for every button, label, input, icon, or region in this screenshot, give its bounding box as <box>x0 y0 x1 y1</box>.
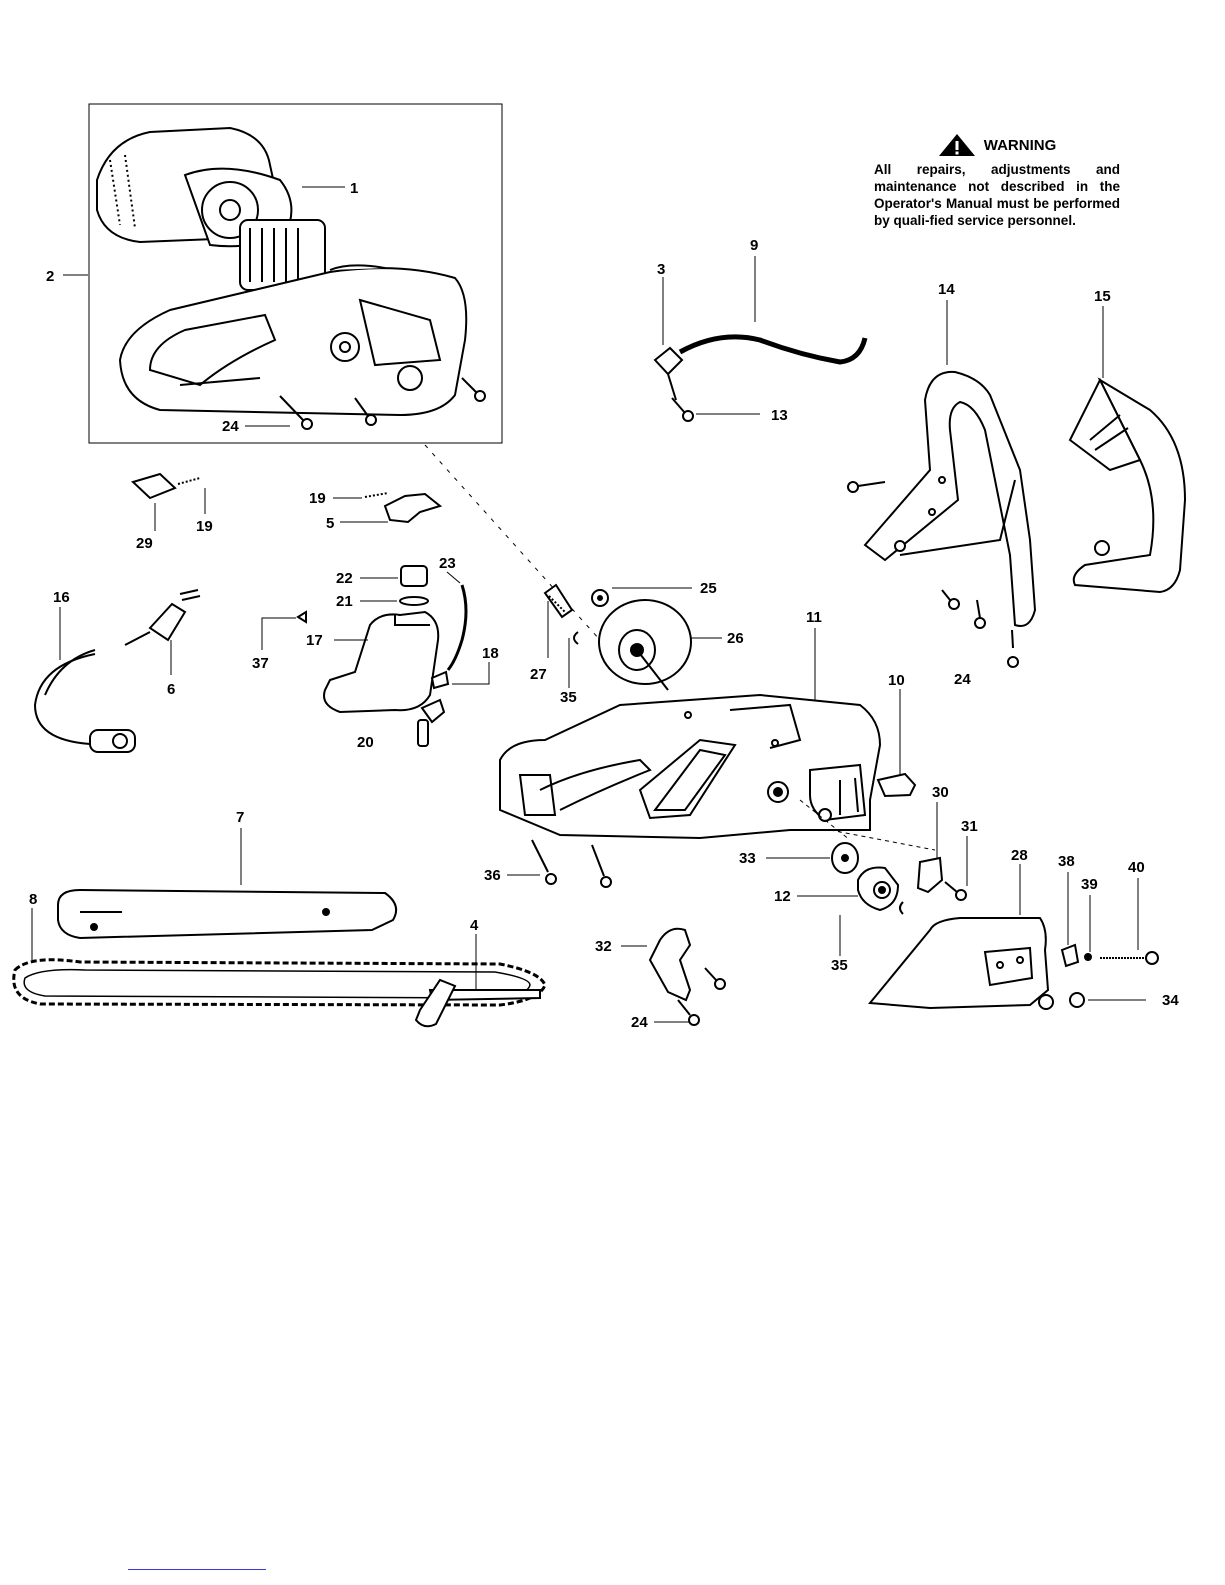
callout-32: 32 <box>595 938 612 955</box>
front-handle-part-14 <box>865 372 1035 626</box>
callout-14: 14 <box>938 281 955 298</box>
alignment-dash-line <box>425 445 600 640</box>
callout-19-a: 19 <box>309 490 326 507</box>
callout-30: 30 <box>932 784 949 801</box>
callout-25: 25 <box>700 580 717 597</box>
parts-38-39-40 <box>1062 945 1158 966</box>
callout-2: 2 <box>46 268 54 285</box>
callout-35-b: 35 <box>831 957 848 974</box>
power-cord-part-16 <box>35 650 135 752</box>
callout-22: 22 <box>336 570 353 587</box>
callout-16: 16 <box>53 589 70 606</box>
sprocket-cover-part-28 <box>870 918 1048 1008</box>
cord-plug-part-6 <box>125 590 200 645</box>
hand-guard-part-15 <box>1070 380 1185 592</box>
callout-11: 11 <box>806 609 822 626</box>
warning-title: WARNING <box>984 137 1057 154</box>
callout-40: 40 <box>1128 859 1145 876</box>
callout-4: 4 <box>470 917 479 934</box>
chain-adjuster-part-10 <box>878 774 915 796</box>
washer-part-25 <box>592 590 608 606</box>
callout-13: 13 <box>771 407 788 424</box>
callout-17: 17 <box>306 632 323 649</box>
oil-tank-part-17 <box>324 566 438 712</box>
callout-35-a: 35 <box>560 689 577 706</box>
callout-24-c: 24 <box>631 1014 648 1031</box>
vent-part-37 <box>298 612 306 622</box>
callout-15: 15 <box>1094 288 1111 305</box>
motor-part-1 <box>97 128 325 290</box>
nuts-part-34 <box>1039 993 1084 1009</box>
warning-text: All repairs, adjustments and maintenance… <box>874 161 1120 229</box>
callout-8: 8 <box>29 891 37 908</box>
callout-12: 12 <box>774 888 791 905</box>
clip-part-35b <box>900 902 903 914</box>
main-housing-part-11 <box>500 695 880 838</box>
warning-box: WARNING All repairs, adjustments and mai… <box>874 133 1120 229</box>
callout-27: 27 <box>530 666 547 683</box>
bottom-link-rule <box>128 1569 266 1570</box>
fitting-part-18 <box>432 672 448 688</box>
callout-33: 33 <box>739 850 756 867</box>
callout-1: 1 <box>350 180 358 197</box>
callout-3: 3 <box>657 261 665 278</box>
callout-39: 39 <box>1081 876 1098 893</box>
warning-header: WARNING <box>874 133 1120 157</box>
clamp-part-3 <box>655 348 682 400</box>
chain-tensioner-part-30 <box>918 858 942 892</box>
callout-6: 6 <box>167 681 175 698</box>
callout-37: 37 <box>252 655 269 672</box>
callout-26: 26 <box>727 630 744 647</box>
switch-part-29 <box>133 474 200 498</box>
trigger-part-5 <box>365 493 440 522</box>
callout-20: 20 <box>357 734 374 751</box>
sleeve-part-27 <box>545 585 572 617</box>
callout-23: 23 <box>439 555 456 572</box>
callout-21: 21 <box>336 593 353 610</box>
callout-38: 38 <box>1058 853 1075 870</box>
callout-31: 31 <box>961 818 978 835</box>
callout-18: 18 <box>482 645 499 662</box>
callout-10: 10 <box>888 672 905 689</box>
washer-part-33 <box>832 843 858 873</box>
wrench-part-4 <box>416 980 540 1026</box>
callout-9: 9 <box>750 237 758 254</box>
warning-triangle-icon <box>938 133 976 157</box>
callout-24-a: 24 <box>222 418 239 435</box>
callout-29: 29 <box>136 535 153 552</box>
callout-28: 28 <box>1011 847 1028 864</box>
callout-7: 7 <box>236 809 244 826</box>
oil-hose-part-23 <box>448 585 466 670</box>
callout-36: 36 <box>484 867 501 884</box>
clip-part-35 <box>574 632 578 644</box>
callout-5: 5 <box>326 515 334 532</box>
callout-19-b: 19 <box>196 518 213 535</box>
bracket-part-32 <box>650 929 725 1025</box>
sprocket-part-12 <box>858 868 898 911</box>
housing-half-part-2 <box>120 265 466 415</box>
gear-part-26 <box>599 600 691 690</box>
callout-34: 34 <box>1162 992 1179 1009</box>
guide-bar-part-7 <box>58 890 396 938</box>
screw-part-31 <box>945 882 966 900</box>
oil-line-part-9 <box>680 337 865 362</box>
callout-24-b: 24 <box>954 671 971 688</box>
housing-screws-part-36 <box>532 840 611 887</box>
pickup-part-20 <box>418 700 444 746</box>
screw-part-13 <box>672 398 693 421</box>
